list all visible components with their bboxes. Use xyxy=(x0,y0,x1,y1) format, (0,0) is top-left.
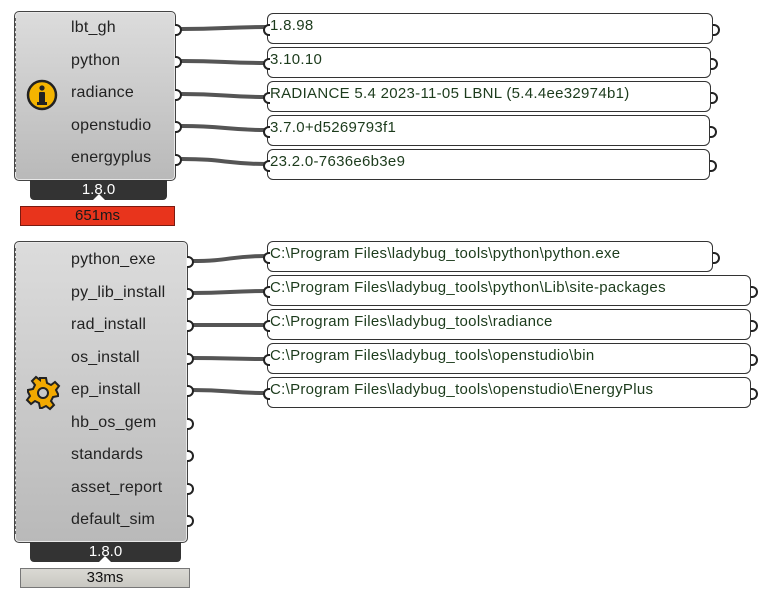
output-grip[interactable] xyxy=(187,418,194,430)
version-pointer xyxy=(98,556,112,563)
version-pointer xyxy=(92,194,106,201)
panel-text: 1.8.98 xyxy=(270,17,314,34)
output-radiance[interactable]: radiance xyxy=(71,84,134,101)
version-label: 1.8.0 xyxy=(88,543,123,560)
panel-input-grip[interactable] xyxy=(263,58,270,70)
panel-output-grip[interactable] xyxy=(710,126,717,138)
panel-py-lib-install[interactable]: C:\Program Files\ladybug_tools\python\Li… xyxy=(263,275,758,306)
panel-input-grip[interactable] xyxy=(263,92,270,104)
runtime-bar: 33ms xyxy=(20,568,190,588)
wire-radiance xyxy=(180,92,268,99)
version-bar: 1.8.0 xyxy=(30,542,181,563)
panel-text: 3.7.0+d5269793f1 xyxy=(270,119,397,136)
config-component[interactable]: python_exe py_lib_install rad_install os… xyxy=(14,241,194,543)
runtime-label: 33ms xyxy=(86,569,124,586)
panel-input-grip[interactable] xyxy=(263,286,270,298)
input-edge xyxy=(15,18,21,172)
panel-input-grip[interactable] xyxy=(263,126,270,138)
panel-lbt-gh[interactable]: 1.8.98 xyxy=(263,13,720,44)
panel-output-grip[interactable] xyxy=(751,286,758,298)
panel-output-grip[interactable] xyxy=(751,354,758,366)
output-py-lib-install[interactable]: py_lib_install xyxy=(71,284,166,301)
output-grip[interactable] xyxy=(187,353,194,365)
panel-text: C:\Program Files\ladybug_tools\python\Li… xyxy=(270,279,666,296)
panel-input-grip[interactable] xyxy=(263,320,270,332)
output-grip[interactable] xyxy=(175,154,182,166)
output-grip[interactable] xyxy=(187,515,194,527)
panel-output-grip[interactable] xyxy=(710,160,717,172)
output-grip[interactable] xyxy=(187,256,194,268)
output-grip[interactable] xyxy=(187,450,194,462)
panel-text: C:\Program Files\ladybug_tools\openstudi… xyxy=(270,347,595,364)
output-python-exe[interactable]: python_exe xyxy=(71,251,156,268)
output-ep-install[interactable]: ep_install xyxy=(71,381,141,398)
panel-input-grip[interactable] xyxy=(263,252,270,264)
panel-os-install[interactable]: C:\Program Files\ladybug_tools\openstudi… xyxy=(263,343,758,374)
version-bar: 1.8.0 xyxy=(30,180,167,201)
output-os-install[interactable]: os_install xyxy=(71,349,140,366)
output-grip[interactable] xyxy=(187,483,194,495)
wire-python-exe xyxy=(190,254,268,263)
output-grip[interactable] xyxy=(175,121,182,133)
panel-radiance[interactable]: RADIANCE 5.4 2023-11-05 LBNL (5.4.4ee329… xyxy=(263,81,718,112)
output-default-sim[interactable]: default_sim xyxy=(71,511,156,528)
panel-python[interactable]: 3.10.10 xyxy=(263,47,718,78)
panel-output-grip[interactable] xyxy=(711,58,718,70)
panel-text: C:\Program Files\ladybug_tools\radiance xyxy=(270,313,553,330)
gear-icon xyxy=(25,375,61,411)
panel-openstudio[interactable]: 3.7.0+d5269793f1 xyxy=(263,115,717,146)
panel-energyplus[interactable]: 23.2.0-7636e6b3e9 xyxy=(263,149,717,180)
runtime-bar: 651ms xyxy=(20,206,175,226)
input-edge xyxy=(15,248,21,534)
panel-output-grip[interactable] xyxy=(751,388,758,400)
output-lbt-gh[interactable]: lbt_gh xyxy=(71,19,116,36)
panel-text: RADIANCE 5.4 2023-11-05 LBNL (5.4.4ee329… xyxy=(270,85,630,102)
wire-python xyxy=(180,59,268,65)
panel-rad-install[interactable]: C:\Program Files\ladybug_tools\radiance xyxy=(263,309,758,340)
panel-output-grip[interactable] xyxy=(711,92,718,104)
output-grip[interactable] xyxy=(175,89,182,101)
output-grip[interactable] xyxy=(187,320,194,332)
panel-input-grip[interactable] xyxy=(263,24,270,36)
panel-output-grip[interactable] xyxy=(751,320,758,332)
output-grip[interactable] xyxy=(187,385,194,397)
output-grip[interactable] xyxy=(187,288,194,300)
wire-energyplus xyxy=(180,157,268,166)
output-standards[interactable]: standards xyxy=(71,446,144,463)
info-icon xyxy=(26,79,58,111)
panel-output-grip[interactable] xyxy=(713,24,720,36)
version-label: 1.8.0 xyxy=(81,181,116,198)
output-asset-report[interactable]: asset_report xyxy=(71,479,163,496)
panel-ep-install[interactable]: C:\Program Files\ladybug_tools\openstudi… xyxy=(263,377,758,408)
output-openstudio[interactable]: openstudio xyxy=(71,117,152,134)
output-hb-os-gem[interactable]: hb_os_gem xyxy=(71,414,157,431)
panel-text: 3.10.10 xyxy=(270,51,323,68)
wire-os-install xyxy=(190,356,268,361)
panel-output-grip[interactable] xyxy=(713,252,720,264)
runtime-label: 651ms xyxy=(74,207,121,224)
output-python[interactable]: python xyxy=(71,52,121,69)
output-grip[interactable] xyxy=(175,24,182,36)
version-component[interactable]: lbt_gh python radiance openstudio energy… xyxy=(14,11,182,181)
output-grip[interactable] xyxy=(175,56,182,68)
panel-text: 23.2.0-7636e6b3e9 xyxy=(270,153,406,170)
wire-ep-install xyxy=(190,388,268,395)
wire-openstudio xyxy=(180,124,268,132)
output-rad-install[interactable]: rad_install xyxy=(71,316,147,333)
output-energyplus[interactable]: energyplus xyxy=(71,149,152,166)
panel-input-grip[interactable] xyxy=(263,160,270,172)
panel-input-grip[interactable] xyxy=(263,354,270,366)
panel-text: C:\Program Files\ladybug_tools\openstudi… xyxy=(270,381,654,398)
panel-input-grip[interactable] xyxy=(263,388,270,400)
panel-python-exe[interactable]: C:\Program Files\ladybug_tools\python\py… xyxy=(263,241,720,272)
wire-lbt-gh xyxy=(180,25,268,31)
wire-py-lib-install xyxy=(190,289,268,295)
panel-text: C:\Program Files\ladybug_tools\python\py… xyxy=(270,245,621,262)
